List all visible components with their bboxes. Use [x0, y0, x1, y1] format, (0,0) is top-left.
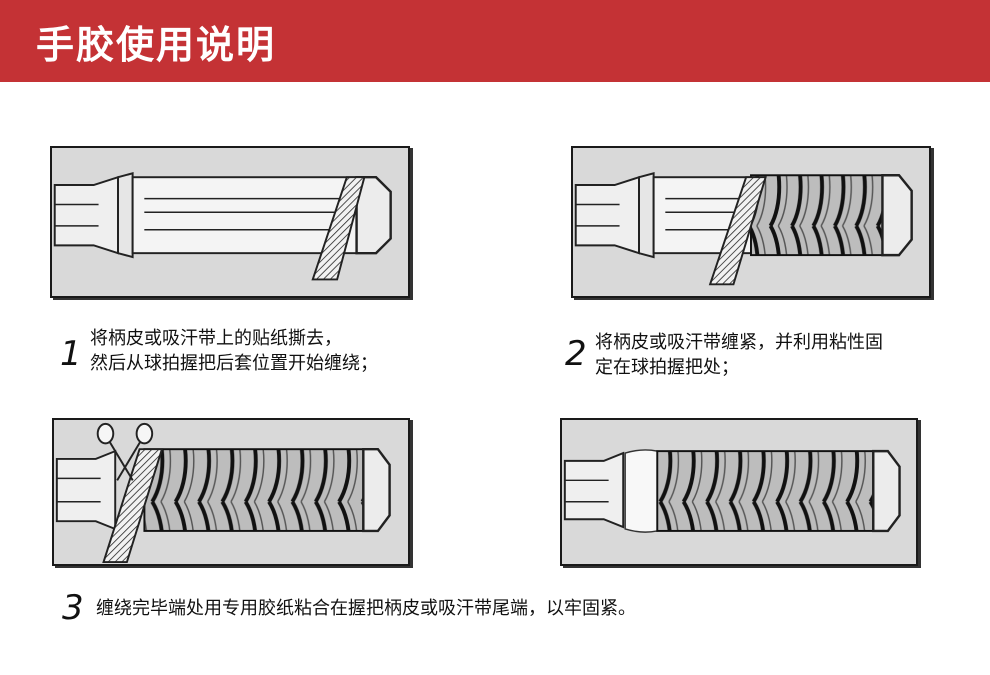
step-3-caption: 缠绕完毕端处用专用胶纸粘合在握把柄皮或吸汗带尾端，以牢固紧。: [96, 596, 636, 621]
step-3-number: 3: [62, 588, 84, 628]
grip-tape-strip: [311, 176, 366, 281]
page-title: 手胶使用说明: [36, 23, 277, 67]
step-3-line-1: 缠绕完毕端处用专用胶纸粘合在握把柄皮或吸汗带尾端，以牢固紧。: [96, 598, 636, 619]
wrapped-grip: [750, 174, 884, 257]
finishing-tape-band: [624, 449, 658, 533]
step-2-illustration: [571, 146, 931, 298]
wrapped-grip: [656, 450, 875, 532]
step-2-line-1: 将柄皮或吸汗带缠紧，并利用粘性固: [595, 332, 883, 353]
step-1-line-1: 将柄皮或吸汗带上的贴纸撕去，: [90, 328, 342, 349]
grip-tape-strip: [708, 176, 767, 286]
header-bar: 手胶使用说明: [0, 0, 990, 82]
racket-shaft: [53, 175, 119, 255]
handle-grip: [117, 172, 392, 259]
step-1-caption: 将柄皮或吸汗带上的贴纸撕去， 然后从球拍握把后套位置开始缠绕；: [90, 326, 378, 376]
step-1-number: 1: [60, 334, 82, 374]
step-2-number: 2: [565, 334, 587, 374]
step-2-line-2: 定在球拍握把处；: [595, 357, 739, 378]
step-3-illustration: [52, 418, 410, 566]
grip-tape-strip: [102, 448, 164, 564]
scissors-icon: [96, 422, 154, 481]
step-1-illustration: [50, 146, 410, 298]
step-1-line-2: 然后从球拍握把后套位置开始缠绕；: [90, 353, 378, 374]
wrapped-grip: [143, 448, 365, 532]
step-2-caption: 将柄皮或吸汗带缠紧，并利用粘性固 定在球拍握把处；: [595, 330, 883, 380]
step-4-illustration: [560, 418, 918, 566]
